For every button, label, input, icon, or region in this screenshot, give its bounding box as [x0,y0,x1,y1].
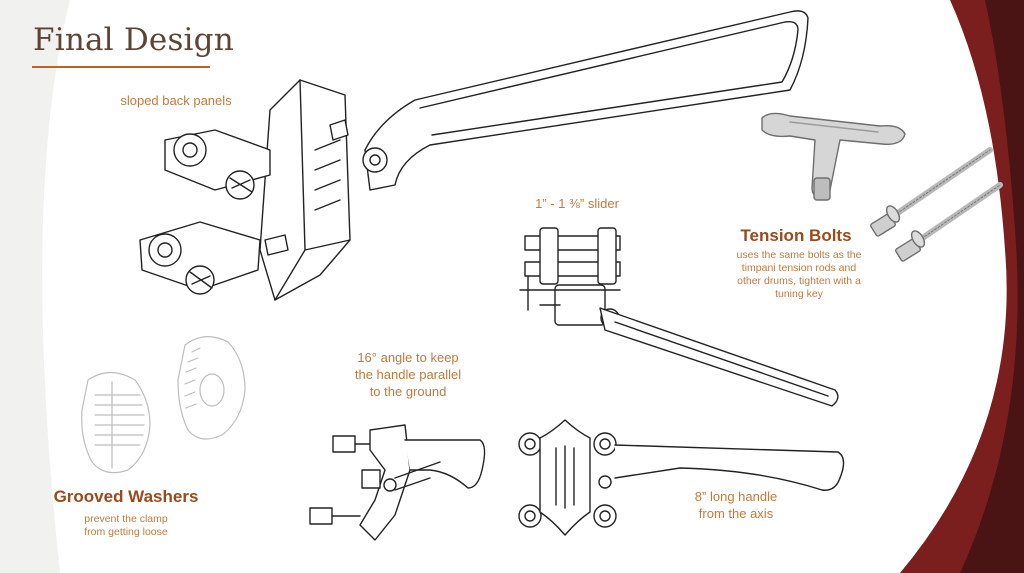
title-underline [32,66,210,68]
grooved-washers-heading: Grooved Washers [53,487,199,506]
grooved-washers-description: prevent the clamp from getting loose [56,513,196,539]
main-isometric-clamp-drawing [139,10,809,301]
side-angle-view-drawing [309,424,486,541]
right-maroon-panel [900,0,1024,573]
slider-view-drawing [519,227,839,407]
tension-bolts-heading: Tension Bolts [740,226,852,245]
tension-bolts-description-line-3: other drums, tighten with a [737,275,861,287]
grooved-washers-description-line-2: from getting loose [84,526,168,538]
callout-sloped-back-panels: sloped back panels [120,93,232,108]
tension-bolts-description-line-2: timpani tension rods and [741,262,857,274]
right-maroon-panel-dark [960,0,1024,573]
callout-handle-length-line-2: from the axis [698,506,774,521]
grooved-washers-description-line-1: prevent the clamp [84,513,168,525]
callout-angle: 16° angle to keep the handle parallel to… [338,349,478,400]
tuning-key-photo [761,112,906,201]
tension-bolts-description-line-4: tuning key [775,288,823,300]
callout-handle-length: 8” long handle from the axis [676,488,796,522]
callout-angle-line-2: the handle parallel [354,367,462,382]
grooved-washer-drawings [81,336,246,474]
callout-angle-line-3: to the ground [369,384,447,399]
callout-handle-length-line-1: 8” long handle [694,489,778,504]
tension-rods-photo [870,147,1003,262]
tension-bolts-description-line-1: uses the same bolts as the [736,249,862,261]
left-grey-swoosh [0,0,70,573]
tension-bolts-description: uses the same bolts as the timpani tensi… [726,249,872,301]
page-title: Final Design [33,22,234,58]
callout-angle-line-1: 16° angle to keep [357,350,459,365]
callout-slider: 1” - 1 ⅜” slider [535,196,619,211]
front-handle-view-drawing [518,419,845,536]
